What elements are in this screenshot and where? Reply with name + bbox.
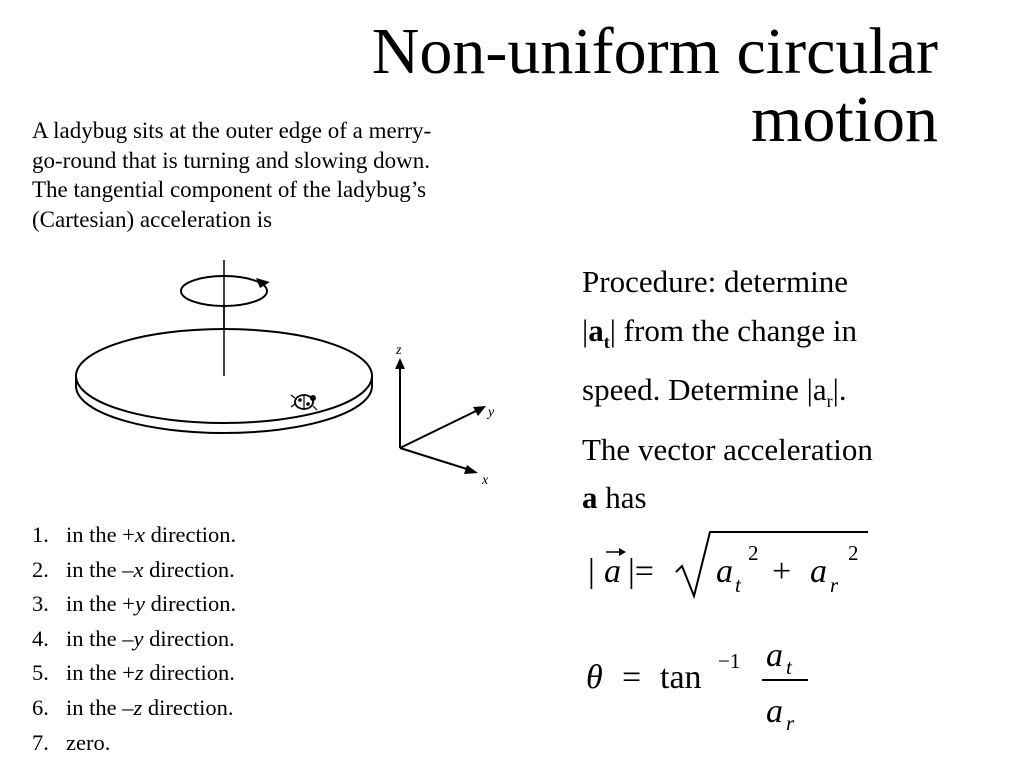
abs-bar-equals: |= xyxy=(628,553,654,590)
rotation-arrowhead-icon xyxy=(256,278,270,288)
problem-statement: A ladybug sits at the outer edge of a me… xyxy=(32,116,552,234)
answer-choices: 1.in the +x direction. 2.in the –x direc… xyxy=(32,518,236,760)
choice-item: 1.in the +x direction. xyxy=(32,522,237,547)
a-t: a xyxy=(716,553,733,590)
x-arrowhead-icon xyxy=(464,465,478,474)
slide-title: Non-uniform circular motion xyxy=(238,18,938,154)
procedure-line: |at| from the change in xyxy=(582,312,857,352)
equals-sign: = xyxy=(622,659,641,696)
z-axis-label: z xyxy=(395,343,402,358)
x-axis-label: x xyxy=(481,473,489,488)
procedure-line: The vector acceleration xyxy=(582,431,873,467)
choice-item: 4.in the –y direction. xyxy=(32,625,235,651)
title-line-2: motion xyxy=(750,83,938,156)
y-axis-label: y xyxy=(486,405,495,420)
inverse-exponent: −1 xyxy=(718,649,740,673)
theta-symbol: θ xyxy=(586,659,603,696)
a-r: a xyxy=(810,553,827,590)
vector-a: a xyxy=(604,553,621,590)
denominator-sub: r xyxy=(786,711,795,735)
problem-line: (Cartesian) acceleration is xyxy=(32,206,273,232)
numerator-sub: t xyxy=(786,655,793,679)
square-1: 2 xyxy=(748,541,759,565)
choice-item: 2.in the –x direction. xyxy=(32,556,235,582)
ladybug-icon xyxy=(290,394,318,411)
procedure-line: a has xyxy=(582,480,647,516)
sub-t: t xyxy=(735,573,742,597)
choice-item: 7.zero. xyxy=(32,729,111,755)
angle-equation: θ = tan −1 a t a r xyxy=(586,637,808,735)
sub-r: r xyxy=(830,573,839,597)
tan-function: tan xyxy=(660,659,702,696)
procedure-line: Procedure: determine xyxy=(582,264,848,299)
title-line-1: Non-uniform circular xyxy=(371,15,938,88)
fraction-denominator: a xyxy=(766,693,783,730)
y-arrowhead-icon xyxy=(473,406,486,416)
problem-line: go-round that is turning and slowing dow… xyxy=(32,147,430,173)
magnitude-equation: | a |= a t 2 + a r 2 xyxy=(588,531,868,600)
merry-go-round-figure: z y x xyxy=(75,260,495,488)
choice-item: 6.in the –z direction. xyxy=(32,694,234,720)
plus-sign: + xyxy=(772,553,791,590)
sqrt-sign-icon xyxy=(675,531,868,600)
z-arrowhead-icon xyxy=(395,358,405,369)
x-axis xyxy=(399,447,471,471)
abs-bar-left: | xyxy=(588,553,595,590)
choice-item: 5.in the +z direction. xyxy=(32,660,235,686)
choice-item: 3.in the +y direction. xyxy=(32,591,237,617)
vector-arrowhead-icon xyxy=(619,548,626,556)
y-axis xyxy=(399,409,479,449)
fraction-numerator: a xyxy=(766,637,783,674)
procedure-text: Procedure: determine |at| from the chang… xyxy=(582,258,982,523)
problem-line: A ladybug sits at the outer edge of a me… xyxy=(32,118,432,143)
problem-line: The tangential component of the ladybug’… xyxy=(32,177,427,202)
square-2: 2 xyxy=(848,541,859,565)
procedure-line: speed. Determine |ar|. xyxy=(582,372,847,412)
